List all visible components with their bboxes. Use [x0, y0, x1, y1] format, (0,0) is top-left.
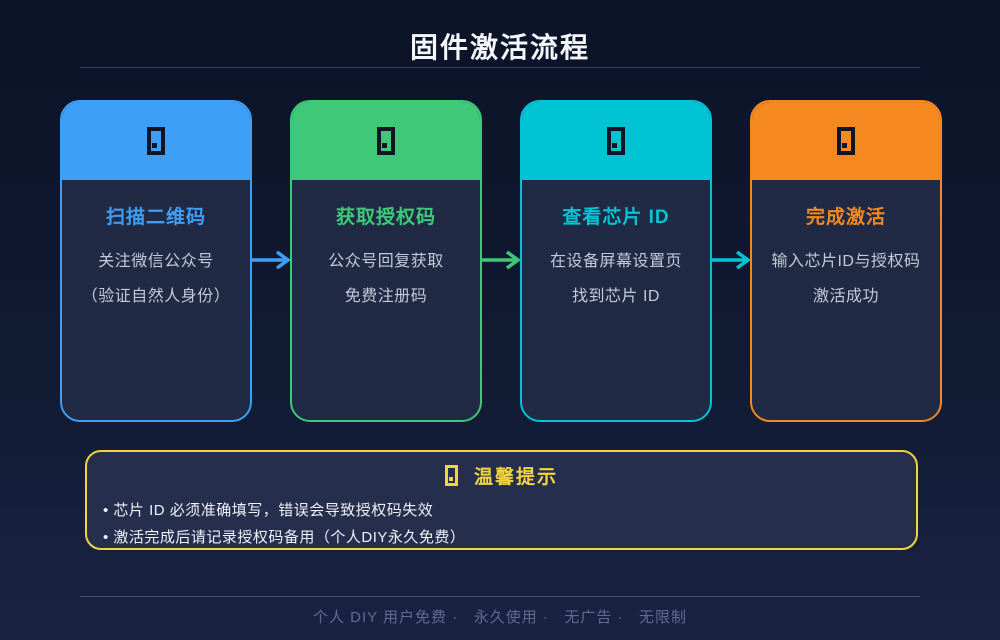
- arrow-right-icon: [252, 250, 290, 270]
- step-card-get-authcode: 获取授权码 公众号回复获取 免费注册码: [290, 100, 482, 422]
- step-description: 公众号回复获取 免费注册码: [292, 244, 480, 314]
- step-description-line: 找到芯片 ID: [572, 288, 660, 305]
- steps-flow: 扫描二维码 关注微信公众号 （验证自然人身份） 获取授权码 公众号回复获取 免费…: [60, 100, 942, 422]
- tips-heading-text: 温馨提示: [473, 467, 558, 488]
- step-card-header: [522, 102, 710, 180]
- footer-divider: [80, 596, 920, 597]
- step-description-line: 输入芯片ID与授权码: [771, 253, 921, 270]
- step-description: 输入芯片ID与授权码 激活成功: [752, 244, 940, 314]
- missing-glyph-icon: [607, 127, 625, 155]
- arrow-right-icon: [712, 250, 750, 270]
- step-description-line: 在设备屏幕设置页: [549, 253, 682, 270]
- missing-glyph-icon: [147, 127, 165, 155]
- step-title: 查看芯片 ID: [562, 207, 670, 228]
- flow-arrow-gap: [252, 100, 290, 422]
- step-description-line: 关注微信公众号: [98, 253, 214, 270]
- step-card-header: [752, 102, 940, 180]
- step-title: 获取授权码: [335, 207, 436, 228]
- step-description-line: 激活成功: [812, 288, 879, 305]
- footer-tagline: 个人 DIY 用户免费 · 永久使用 · 无广告 · 无限制: [312, 609, 688, 626]
- flow-arrow-gap: [712, 100, 750, 422]
- tips-list-item: 激活完成后请记录授权码备用（个人DIY永久免费）: [103, 524, 916, 551]
- step-description: 在设备屏幕设置页 找到芯片 ID: [522, 244, 710, 314]
- step-description-line: 公众号回复获取: [328, 253, 444, 270]
- missing-glyph-icon: [837, 127, 855, 155]
- step-description-line: （验证自然人身份）: [81, 288, 231, 305]
- step-card-complete-activation: 完成激活 输入芯片ID与授权码 激活成功: [750, 100, 942, 422]
- title-divider: [80, 67, 920, 68]
- tips-list-item: 芯片 ID 必须准确填写，错误会导致授权码失效: [103, 497, 916, 524]
- flow-arrow-gap: [482, 100, 520, 422]
- tips-panel: 温馨提示 芯片 ID 必须准确填写，错误会导致授权码失效 激活完成后请记录授权码…: [85, 450, 918, 550]
- step-title: 完成激活: [805, 207, 886, 228]
- step-description: 关注微信公众号 （验证自然人身份）: [62, 244, 250, 314]
- tips-heading: 温馨提示: [87, 462, 916, 489]
- arrow-right-icon: [482, 250, 520, 270]
- step-card-scan-qrcode: 扫描二维码 关注微信公众号 （验证自然人身份）: [60, 100, 252, 422]
- step-card-header: [62, 102, 250, 180]
- missing-glyph-icon: [444, 465, 458, 486]
- step-description-line: 免费注册码: [344, 288, 428, 305]
- tips-list: 芯片 ID 必须准确填写，错误会导致授权码失效 激活完成后请记录授权码备用（个人…: [87, 497, 916, 551]
- step-card-header: [292, 102, 480, 180]
- step-title: 扫描二维码: [105, 207, 206, 228]
- step-card-view-chip-id: 查看芯片 ID 在设备屏幕设置页 找到芯片 ID: [520, 100, 712, 422]
- missing-glyph-icon: [377, 127, 395, 155]
- page-title: 固件激活流程: [409, 32, 590, 63]
